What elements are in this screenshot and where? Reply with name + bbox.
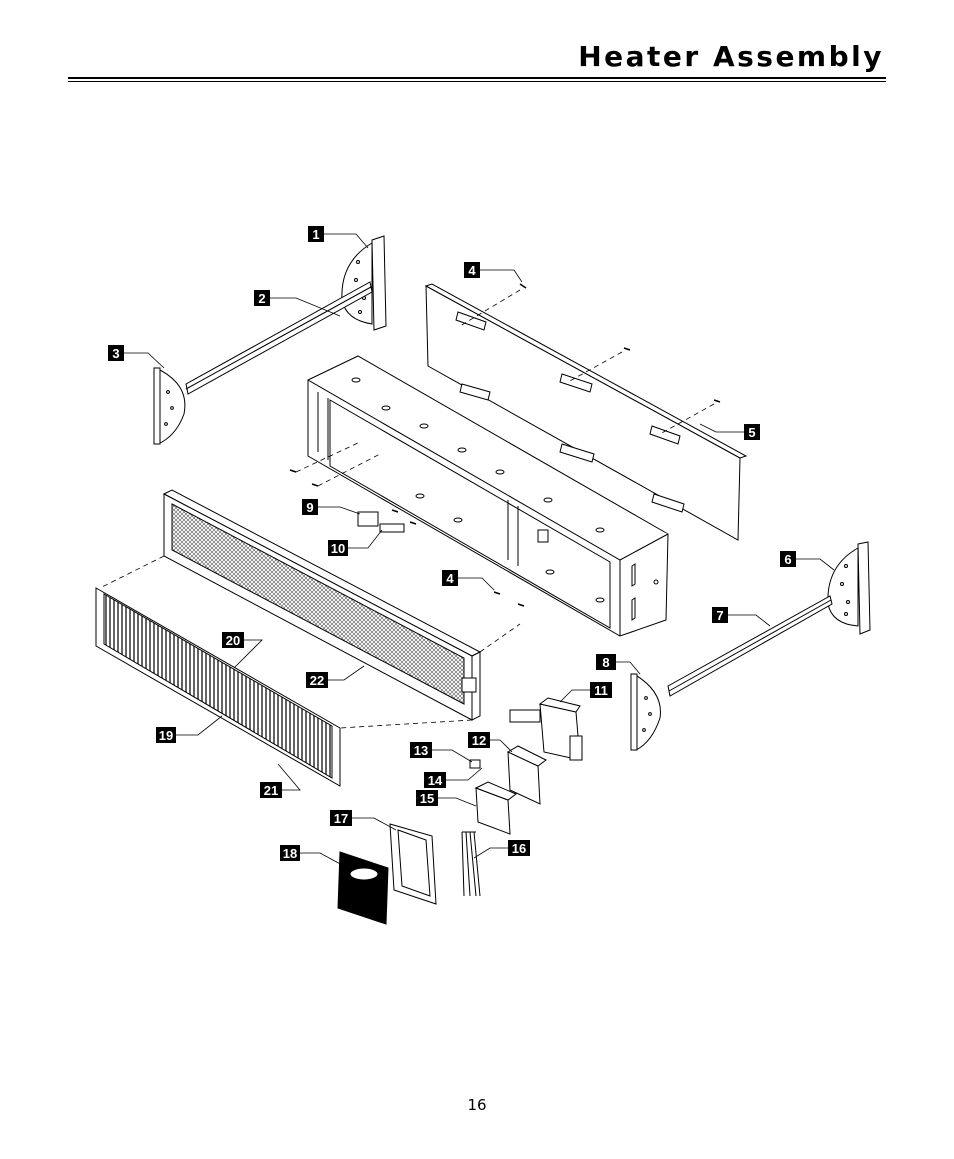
callout-22: 22 <box>306 672 328 688</box>
part-small-switch <box>357 511 405 533</box>
part-rail-lower <box>667 595 833 697</box>
part-wire-harness <box>461 831 481 897</box>
svg-text:22: 22 <box>310 673 324 688</box>
assembly-lines <box>99 289 715 729</box>
callout-4-lower: 4 <box>442 570 458 586</box>
callout-16: 16 <box>508 840 530 856</box>
leader-lines <box>122 233 835 867</box>
svg-text:6: 6 <box>784 552 791 567</box>
callout-4-upper: 4 <box>464 262 480 278</box>
callout-6: 6 <box>780 551 796 567</box>
svg-text:4: 4 <box>446 571 454 586</box>
svg-text:3: 3 <box>112 346 119 361</box>
svg-text:7: 7 <box>716 608 723 623</box>
svg-text:5: 5 <box>748 425 755 440</box>
callout-14: 14 <box>424 772 446 788</box>
part-gas-valve <box>509 697 583 761</box>
part-rating-plate <box>337 851 389 925</box>
svg-text:8: 8 <box>602 655 609 670</box>
callout-1: 1 <box>308 226 324 242</box>
part-louver-grille <box>95 587 341 787</box>
callout-3: 3 <box>108 345 124 361</box>
svg-text:21: 21 <box>264 783 278 798</box>
svg-text:20: 20 <box>226 633 240 648</box>
part-front-grille <box>162 489 482 721</box>
svg-text:4: 4 <box>468 263 476 278</box>
part-control-box <box>506 745 547 805</box>
svg-text:11: 11 <box>594 683 608 698</box>
part-housing <box>307 355 669 637</box>
callout-8: 8 <box>596 654 616 670</box>
callout-21: 21 <box>260 782 282 798</box>
svg-text:19: 19 <box>159 728 173 743</box>
svg-text:12: 12 <box>472 733 486 748</box>
callout-13: 13 <box>410 742 432 758</box>
callout-10: 10 <box>328 540 348 556</box>
callout-20: 20 <box>222 632 244 648</box>
part-end-plate-upper-left <box>341 235 387 331</box>
part-gasket <box>389 823 437 905</box>
callout-11: 11 <box>590 682 612 698</box>
svg-text:15: 15 <box>420 791 434 806</box>
svg-text:14: 14 <box>428 773 443 788</box>
page-number: 16 <box>467 1096 487 1114</box>
svg-text:1: 1 <box>312 227 319 242</box>
page-title: Heater Assembly <box>578 40 884 73</box>
title-rule-thin <box>68 81 886 82</box>
callout-7: 7 <box>712 607 728 623</box>
part-end-bracket-left <box>153 367 186 445</box>
callout-2: 2 <box>254 290 270 306</box>
svg-text:17: 17 <box>334 811 348 826</box>
svg-text:13: 13 <box>414 743 428 758</box>
svg-text:2: 2 <box>258 291 265 306</box>
callout-19: 19 <box>156 727 176 743</box>
callout-5: 5 <box>744 424 760 440</box>
part-back-panel <box>424 283 748 541</box>
callout-labels: 1 2 3 4 4 5 6 7 8 9 10 11 12 13 14 15 16… <box>108 226 796 861</box>
callout-15: 15 <box>416 790 438 806</box>
part-small-bracket <box>469 759 481 769</box>
callout-12: 12 <box>468 732 490 748</box>
callout-18: 18 <box>280 845 300 861</box>
svg-text:18: 18 <box>283 846 297 861</box>
svg-text:9: 9 <box>306 500 313 515</box>
part-module <box>474 781 517 835</box>
part-end-bracket-right <box>630 673 661 751</box>
screws <box>289 283 721 607</box>
svg-text:10: 10 <box>331 541 345 556</box>
callout-9: 9 <box>302 499 318 515</box>
svg-text:16: 16 <box>512 841 526 856</box>
part-end-plate-right <box>827 541 871 635</box>
title-rule <box>68 77 886 79</box>
callout-17: 17 <box>330 810 352 826</box>
